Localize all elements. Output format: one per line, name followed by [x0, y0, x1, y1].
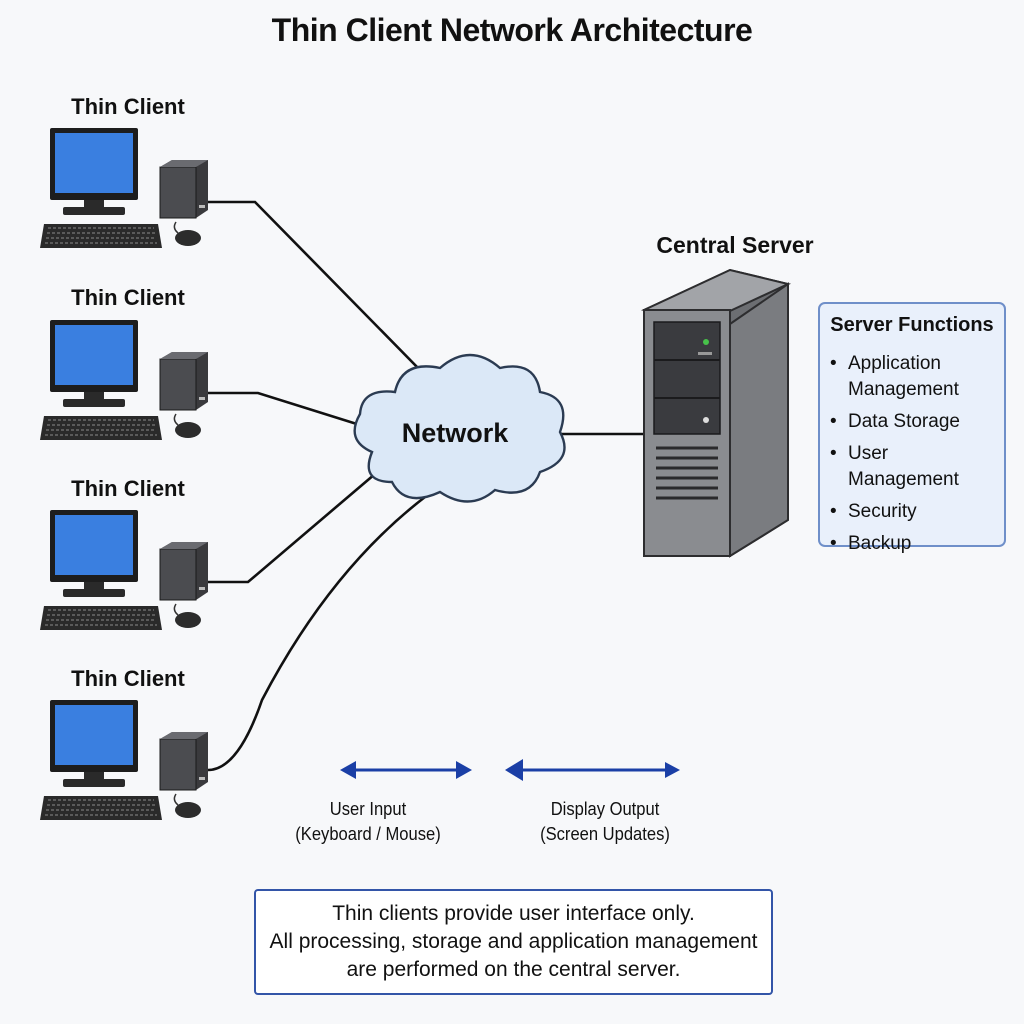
server-tower-icon: [640, 268, 792, 558]
network-cloud-icon: [353, 353, 566, 503]
thin-client-icon-2: [39, 319, 209, 441]
network-label: Network: [401, 418, 509, 448]
server-function-item: User Management: [830, 441, 994, 493]
server-functions-title: Server Functions: [830, 314, 994, 336]
summary-note-line: are performed on the central server.: [346, 958, 681, 981]
link-client-4: [207, 495, 426, 772]
server-function-item: Security: [830, 499, 994, 525]
summary-note-line: All processing, storage and application …: [269, 930, 758, 953]
thin-client-icon-1: [39, 127, 209, 249]
link-client-2: [208, 391, 361, 427]
central-server-label: Central Server: [656, 232, 814, 258]
server-function-item: Application Management: [830, 351, 994, 403]
thin-client-label-4: Thin Client: [71, 666, 185, 691]
display-output-caption: Display Output (Screen Updates): [508, 797, 701, 847]
connection-lines: [207, 200, 645, 772]
display-output-detail: (Screen Updates): [540, 824, 670, 844]
user-input-arrow: [340, 761, 472, 779]
server-function-item: Data Storage: [830, 409, 994, 435]
user-input-caption: User Input (Keyboard / Mouse): [276, 797, 460, 847]
summary-note-line: Thin clients provide user interface only…: [332, 902, 695, 925]
server-functions-list: Application Management Data Storage User…: [830, 351, 994, 557]
thin-client-icon-3: [39, 509, 209, 631]
server-functions-panel: Server Functions Application Management …: [818, 302, 1006, 557]
diagram-title: Thin Client Network Architecture: [271, 12, 753, 48]
server-function-item: Backup: [830, 531, 994, 557]
summary-note-box: Thin clients provide user interface only…: [254, 889, 773, 995]
link-client-3: [208, 467, 383, 584]
thin-client-label-2: Thin Client: [71, 285, 185, 310]
display-output-title: Display Output: [550, 799, 660, 819]
user-input-detail: (Keyboard / Mouse): [295, 824, 441, 844]
link-client-1: [208, 200, 421, 371]
display-output-arrow: [505, 759, 680, 781]
thin-client-label-1: Thin Client: [71, 94, 185, 119]
thin-client-label-3: Thin Client: [71, 476, 185, 501]
thin-client-icon-4: [39, 699, 209, 821]
user-input-title: User Input: [329, 799, 407, 819]
